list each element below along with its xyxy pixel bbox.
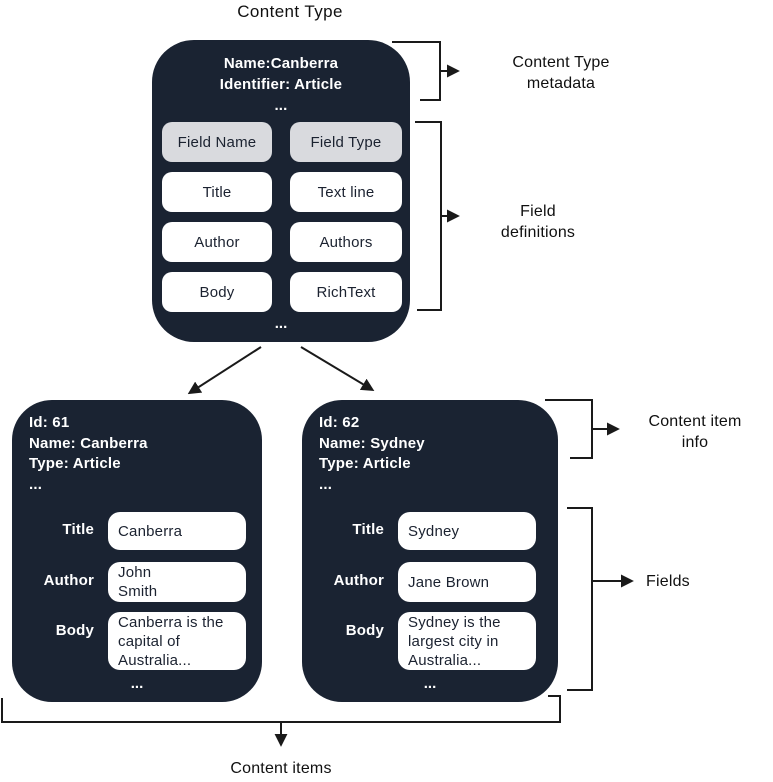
- content-item-info-block: Id: 62 Name: Sydney Type: Article ...: [319, 413, 425, 495]
- label-content-items: Content items: [230, 760, 332, 777]
- content-item-name: Name: Sydney: [319, 434, 425, 452]
- field-table-header-type: Field Type: [290, 122, 402, 162]
- content-type-name: Name:Canberra: [223, 55, 339, 72]
- label-field-definitions: Field definitions: [500, 203, 576, 241]
- arrow-to-item-62: [300, 346, 375, 392]
- content-type-box: Name:Canberra Identifier: Article ... Fi…: [152, 40, 410, 342]
- bracket-field-definitions: [415, 121, 442, 311]
- ellipsis: ...: [319, 475, 333, 493]
- arrow-to-item-61: [187, 346, 262, 395]
- field-table-cell-authors: Authors: [290, 222, 402, 262]
- content-item-id: Id: 61: [29, 414, 70, 431]
- field-table-cell-body: Body: [162, 272, 272, 312]
- field-value-body: Canberra is the capital of Australia...: [108, 612, 246, 670]
- field-value-author: John Smith: [108, 562, 246, 602]
- diagram-title: Content Type: [237, 2, 343, 21]
- field-table-cell-richtext: RichText: [290, 272, 402, 312]
- content-item-card-61: Id: 61 Name: Canberra Type: Article ... …: [12, 400, 262, 702]
- field-label-author: Author: [43, 572, 94, 589]
- field-label-title: Title: [352, 521, 384, 538]
- content-item-info-block: Id: 61 Name: Canberra Type: Article ...: [29, 413, 148, 495]
- field-label-author: Author: [333, 572, 384, 589]
- ellipsis: ...: [423, 675, 437, 692]
- field-value-title: Sydney: [398, 512, 536, 550]
- ellipsis: ...: [130, 675, 144, 692]
- ellipsis: ...: [274, 315, 288, 332]
- field-table-header-name: Field Name: [162, 122, 272, 162]
- content-item-card-62: Id: 62 Name: Sydney Type: Article ... Ti…: [302, 400, 558, 702]
- field-label-body: Body: [345, 622, 384, 639]
- content-type-identifier: Identifier: Article: [219, 76, 343, 93]
- field-value-title: Canberra: [108, 512, 246, 550]
- field-value-body: Sydney is the largest city in Australia.…: [398, 612, 536, 670]
- bracket-fields: [567, 507, 593, 691]
- field-table-cell-textline: Text line: [290, 172, 402, 212]
- field-label-title: Title: [62, 521, 94, 538]
- content-item-type: Type: Article: [319, 455, 411, 472]
- label-content-type-metadata: Content Type metadata: [512, 54, 610, 92]
- content-item-id: Id: 62: [319, 414, 360, 431]
- field-label-body: Body: [55, 622, 94, 639]
- ellipsis: ...: [274, 97, 288, 114]
- ellipsis: ...: [29, 475, 43, 493]
- content-item-type: Type: Article: [29, 455, 121, 472]
- field-table-cell-author: Author: [162, 222, 272, 262]
- field-value-author: Jane Brown: [398, 562, 536, 602]
- label-content-item-info: Content item info: [648, 413, 742, 451]
- label-fields: Fields: [646, 573, 690, 590]
- content-type-metadata-block: Name:Canberra Identifier: Article ...: [152, 53, 410, 116]
- content-item-name: Name: Canberra: [29, 434, 148, 452]
- field-table-cell-title: Title: [162, 172, 272, 212]
